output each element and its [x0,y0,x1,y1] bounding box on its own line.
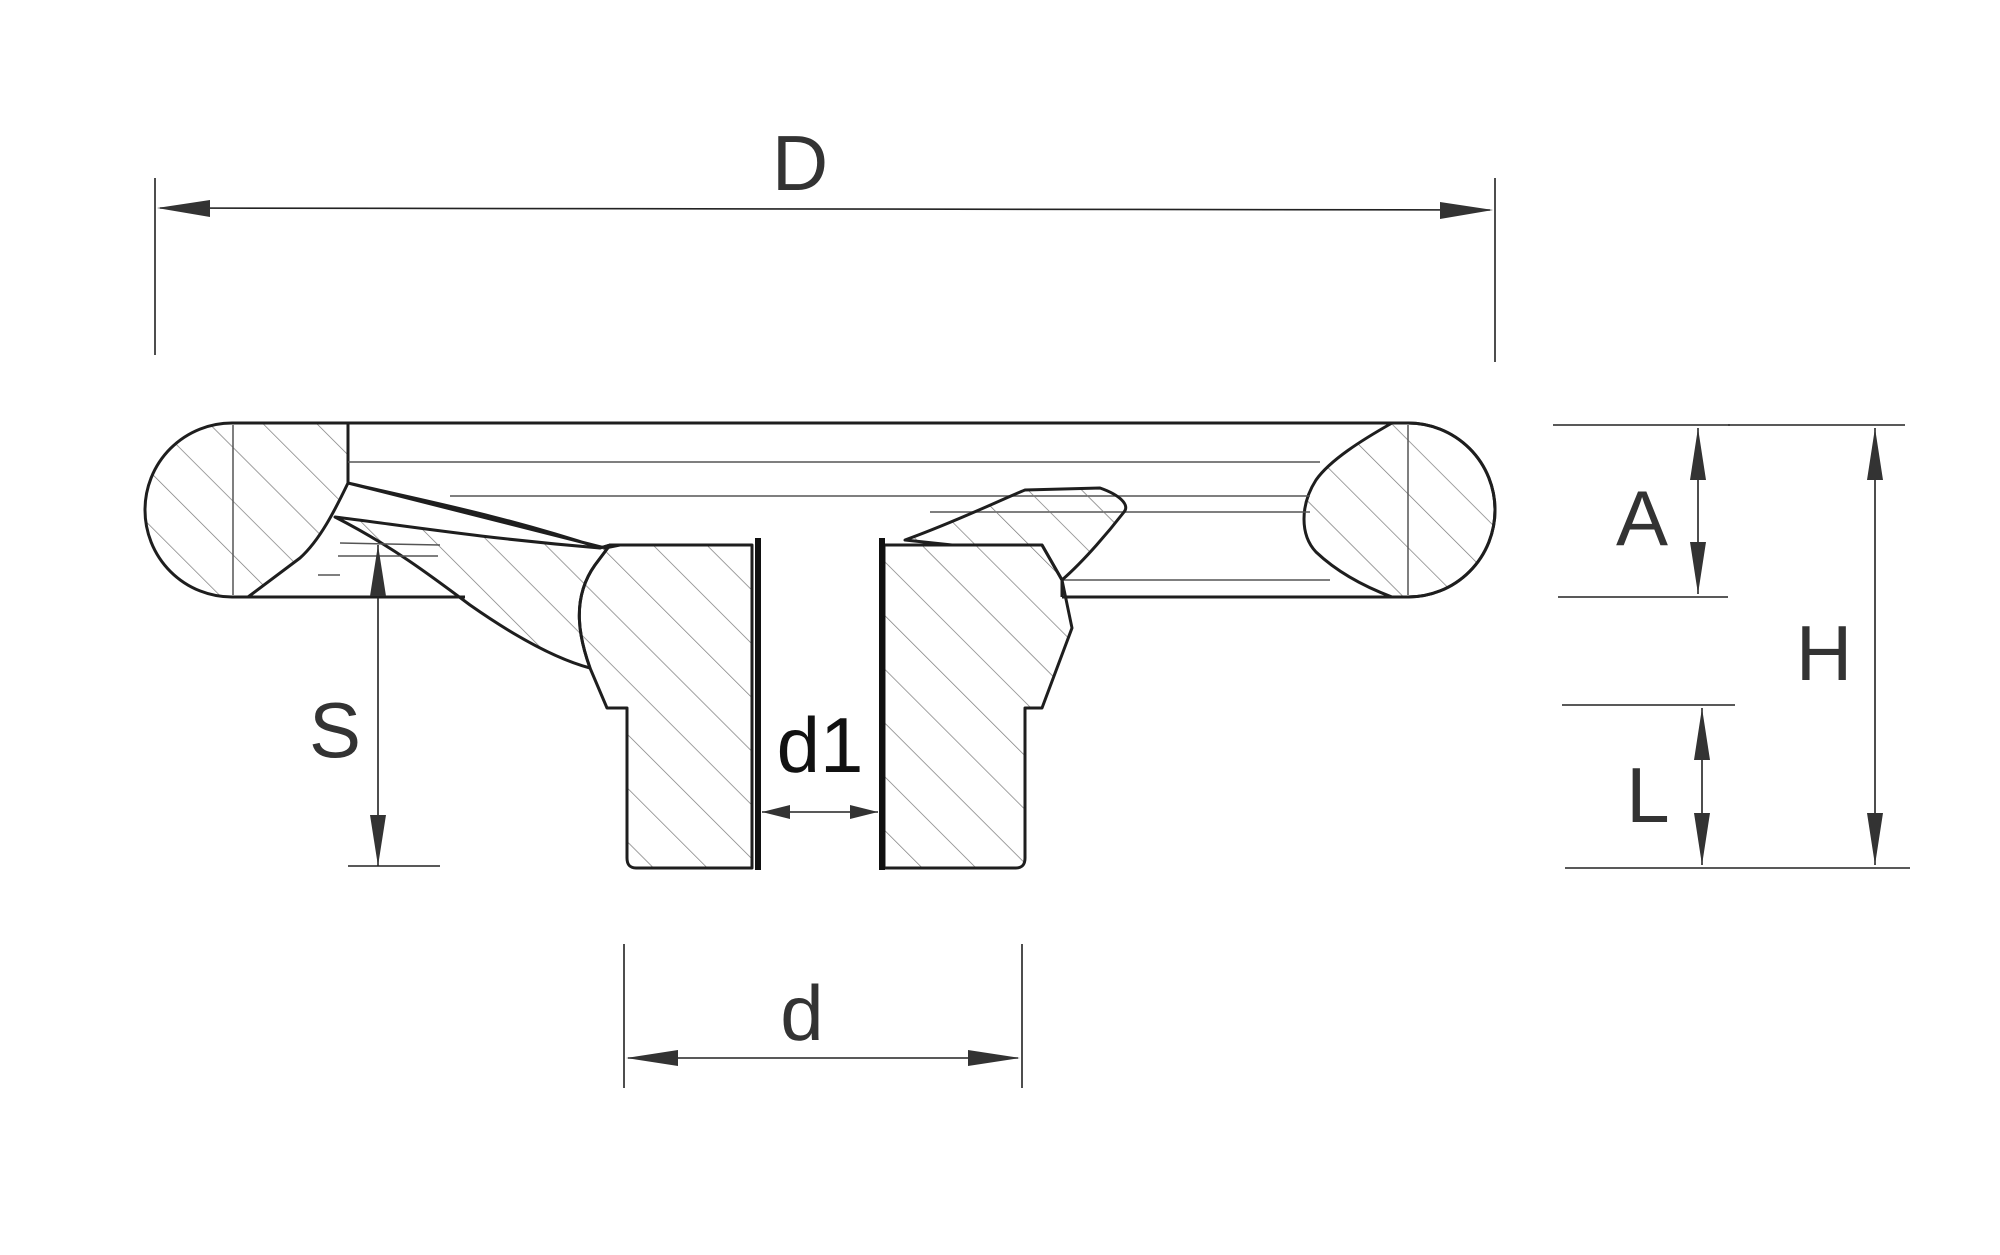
rim-section-left [143,421,350,599]
dimension-d: d [623,944,1023,1088]
dimension-L: L [1562,704,1910,869]
dimension-d1: d1 [762,701,878,819]
dimension-A: A [1553,424,1730,598]
dimension-D: D [154,119,1496,362]
hub-left [577,543,754,870]
hub-right [882,543,1074,870]
label-d1: d1 [777,701,864,789]
spoke-right [903,486,1128,597]
spoke-left [248,481,622,670]
rim-section-right [1302,421,1497,599]
rim-outline [232,421,1497,599]
label-D: D [772,119,828,207]
bore-lines [755,538,885,870]
dimension-S: S [309,545,440,867]
label-H: H [1796,609,1852,697]
dimension-H: H [1728,424,1905,865]
dim-line-D [159,207,1491,211]
label-d: d [780,969,823,1057]
label-S: S [309,686,361,774]
arrow-left-D [157,200,210,217]
label-A: A [1616,474,1668,562]
arrow-right-D [1440,202,1493,219]
label-L: L [1626,751,1669,839]
